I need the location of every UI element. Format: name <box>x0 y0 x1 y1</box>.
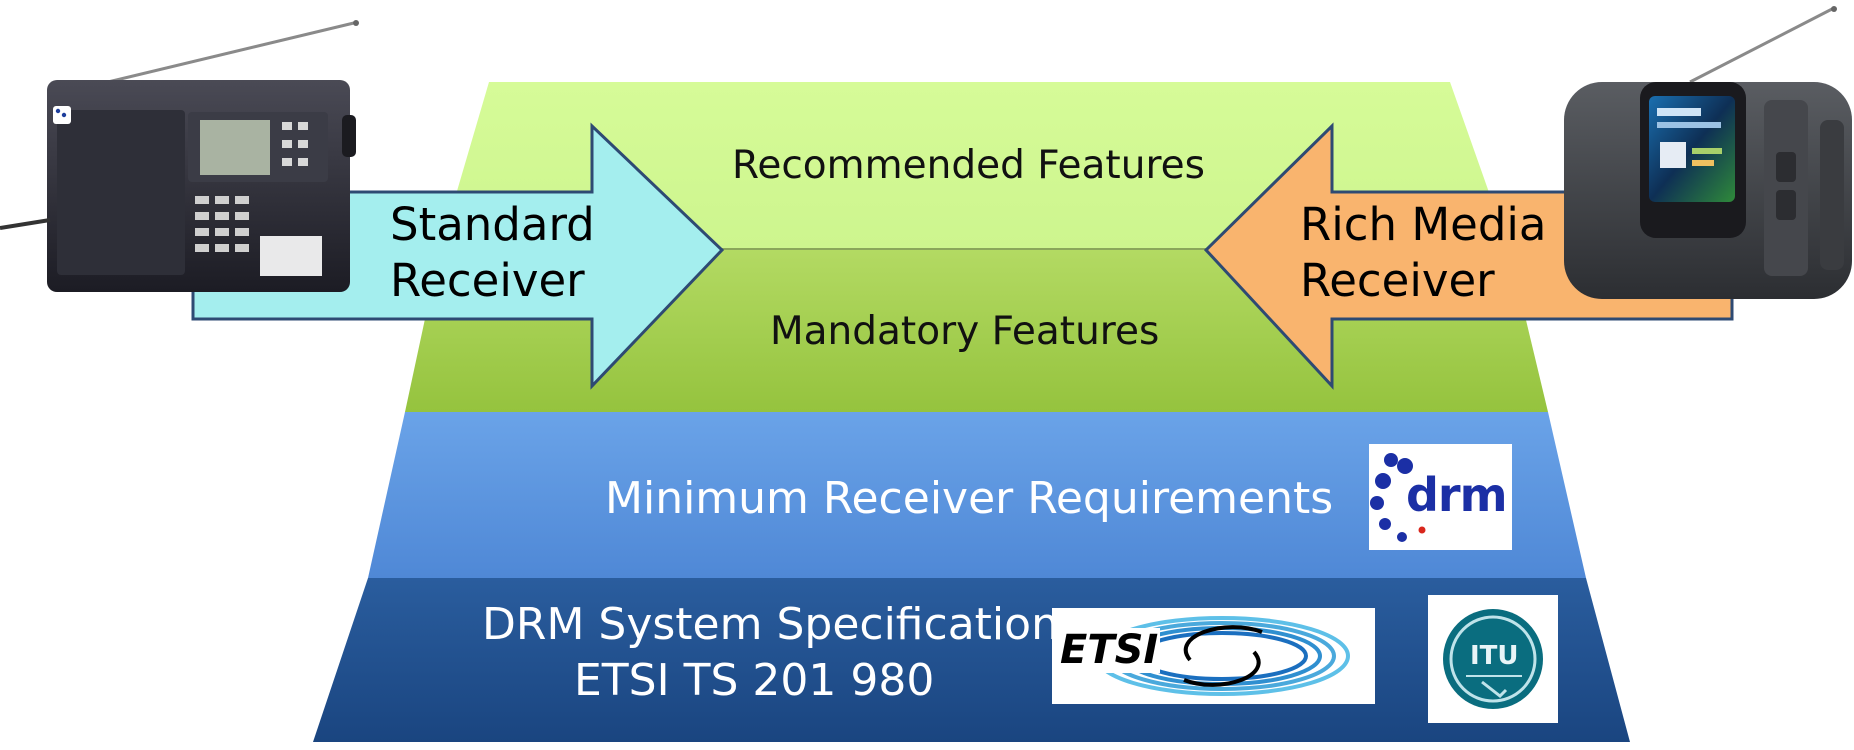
recommended-layer <box>440 82 1509 249</box>
rich-media-receiver-arrow <box>1203 122 1734 390</box>
standard-receiver-label-line1: Standard <box>390 198 595 251</box>
itu-logo <box>1428 595 1558 723</box>
standard-receiver-label-line2: Receiver <box>390 254 585 307</box>
minimum-receiver-requirements-label: Minimum Receiver Requirements <box>605 473 1334 524</box>
recommended-features-label: Recommended Features <box>732 143 1205 188</box>
rich-media-receiver-label-line1: Rich Media <box>1300 198 1547 251</box>
drm-logo-text: drm <box>1406 468 1508 522</box>
drm-system-specification-label: DRM System Specification <box>482 599 1059 650</box>
standard-receiver-arrow <box>191 122 725 390</box>
etsi-ts-number-label: ETSI TS 201 980 <box>574 655 935 706</box>
mandatory-features-label: Mandatory Features <box>770 309 1160 354</box>
standard-radio-image <box>0 20 359 292</box>
rich-media-radio-image <box>1564 6 1852 299</box>
itu-logo-text: ITU <box>1470 641 1519 671</box>
rich-media-receiver-label-line2: Receiver <box>1300 254 1495 307</box>
minimum-layer <box>368 412 1586 578</box>
drm-logo <box>1369 444 1512 550</box>
etsi-logo-text: ETSI <box>1058 627 1161 673</box>
